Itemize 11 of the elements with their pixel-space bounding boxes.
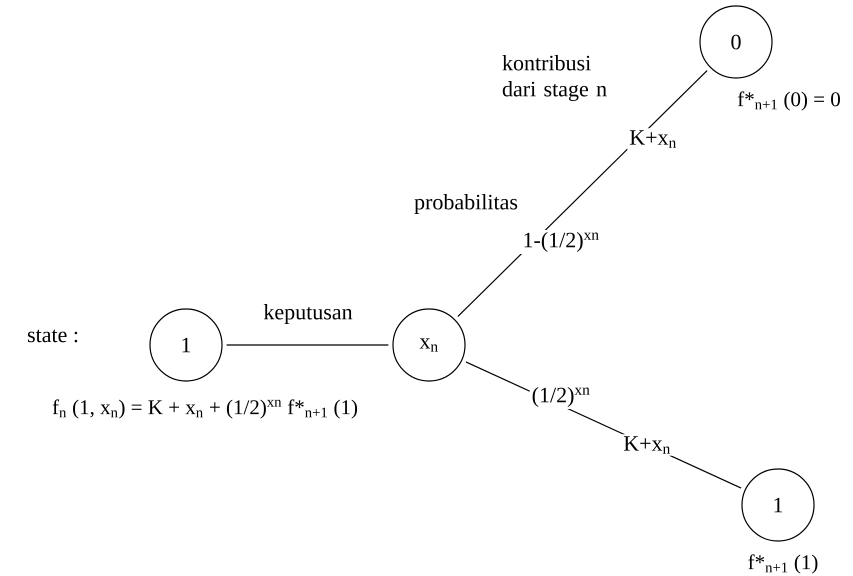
formula-text: f$_{n}$ (1, x$_{n}$) = K + x$_{n}$ + (1/2)$^{xn}$ f*$_{n+1}$ (1): [52, 399, 358, 419]
formula-text: f*$_{n+1}$ (0) = 0: [738, 91, 840, 111]
edge-label: 1-(1/2)$^{xn}$: [520, 230, 602, 254]
cost-text: K+x$_{n}$: [627, 128, 679, 150]
edge-label: keputusan: [261, 302, 355, 326]
formula-text: f*$_{n+1}$ (1): [748, 554, 818, 574]
note-text: probabilitas: [414, 194, 518, 214]
connector-line: [226, 344, 388, 346]
cost-text: K+x$_{n}$: [621, 434, 673, 456]
note-text: kontribusi dari stage n: [502, 55, 607, 102]
edge-label: (1/2)$^{xn}$: [530, 385, 592, 409]
